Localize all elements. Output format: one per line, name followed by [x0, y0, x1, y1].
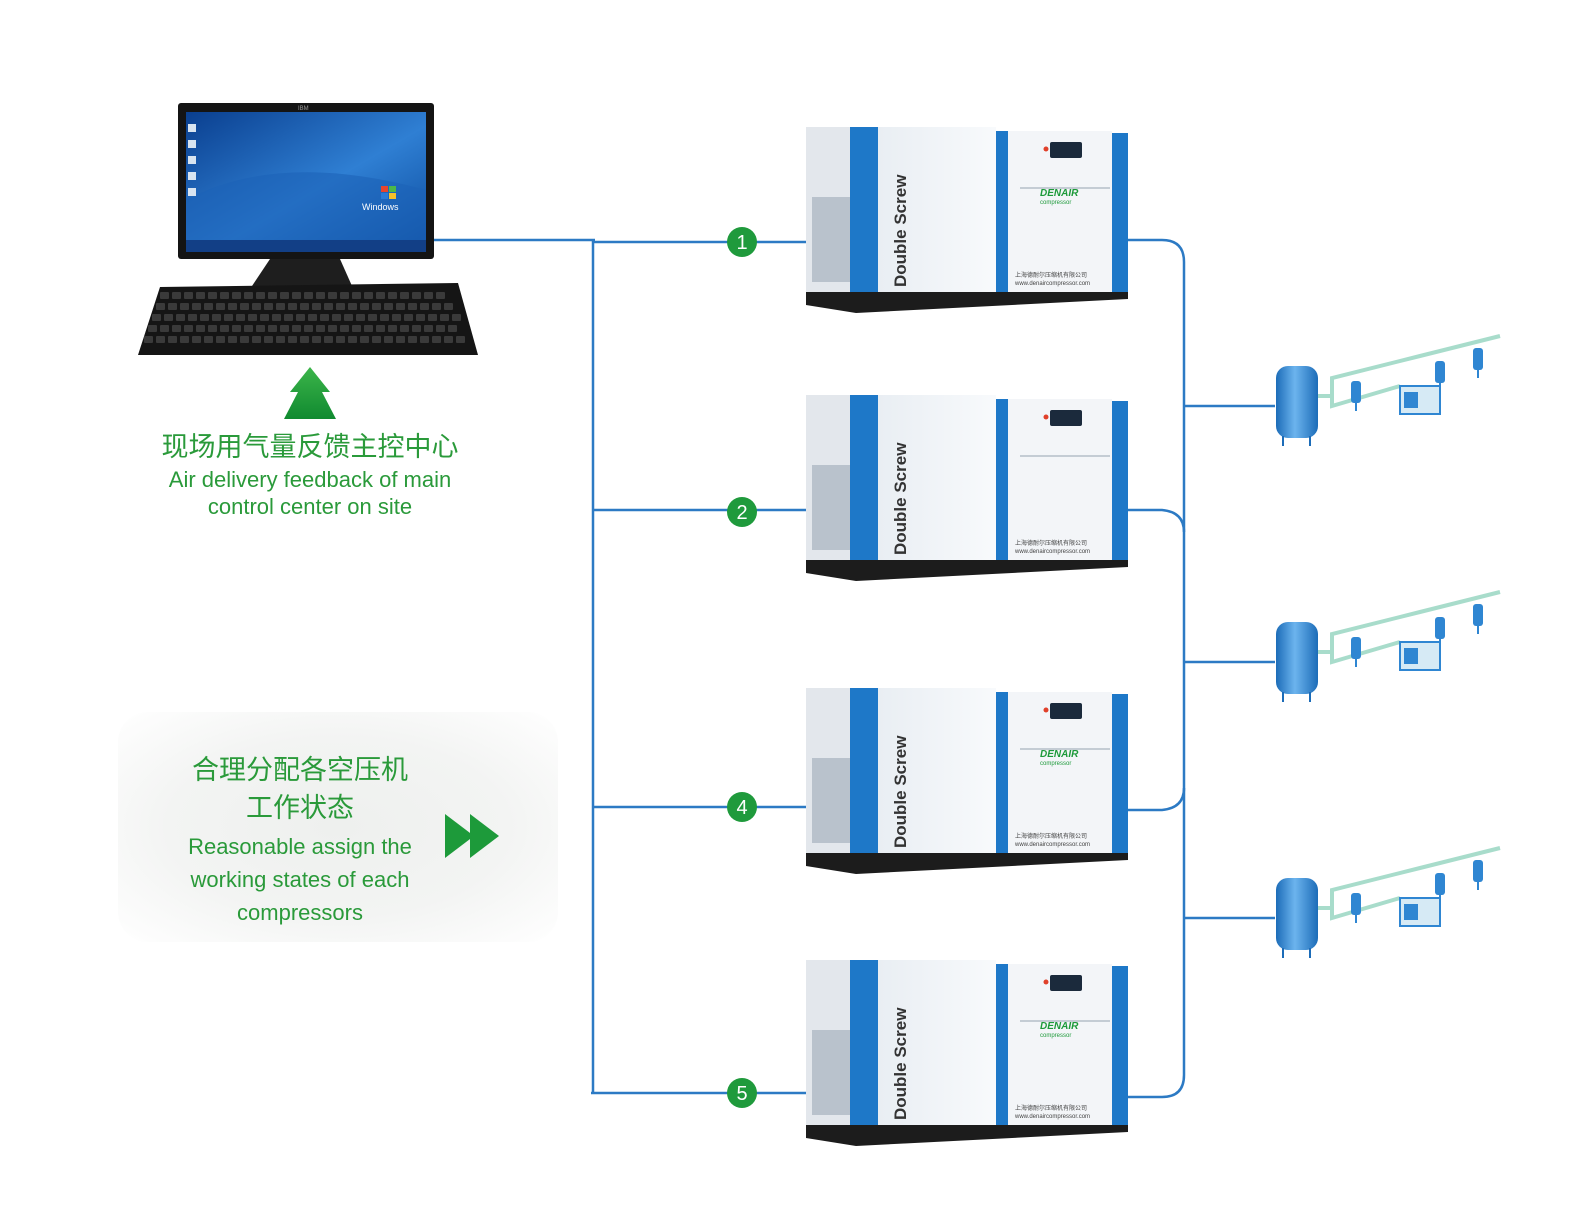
brand-sub-label: compressor	[1040, 1033, 1071, 1039]
double-right-arrow-icon	[445, 814, 499, 858]
filter	[1473, 860, 1483, 882]
air-tank	[1276, 366, 1318, 438]
assignment-title-en-2: working states of each	[190, 867, 410, 892]
control-center-title-en-1: Air delivery feedback of main	[168, 467, 452, 492]
air-treatment-unit	[1276, 846, 1501, 958]
windows-logo-icon	[381, 186, 396, 199]
air-treatment-unit	[1276, 590, 1501, 702]
emergency-stop-icon	[1043, 979, 1049, 985]
double-screw-label: Double Screw	[891, 174, 910, 287]
up-arrow-icon	[284, 367, 336, 419]
filter	[1351, 637, 1361, 659]
double-screw-label: Double Screw	[891, 442, 910, 555]
air-output-pipes	[1128, 238, 1275, 1099]
company-label: 上海德耐尔压缩机有限公司	[1015, 1104, 1087, 1112]
air-treatment-unit	[1276, 334, 1501, 446]
double-screw-label: Double Screw	[891, 1007, 910, 1120]
monitor: Windows IBM	[178, 103, 434, 259]
filter	[1435, 873, 1445, 895]
website-label: www.denaircompressor.com	[1014, 842, 1090, 848]
controller-screen	[1050, 142, 1082, 158]
air-tank	[1276, 622, 1318, 694]
double-screw-label: Double Screw	[891, 735, 910, 848]
filter	[1351, 381, 1361, 403]
compressor-number: 1	[736, 232, 747, 254]
emergency-stop-icon	[1043, 146, 1049, 152]
brand-label: DENAIR	[1040, 188, 1079, 199]
compressor-unit-2: Double Screw 上海德耐尔压缩机有限公司 www.denaircompre…	[806, 395, 1128, 581]
brand-sub-label: compressor	[1040, 200, 1071, 206]
computer: Windows IBM	[138, 103, 478, 355]
company-label: 上海德耐尔压缩机有限公司	[1015, 271, 1087, 279]
compressor-number: 5	[736, 1083, 747, 1105]
assignment-title-zh-2: 工作状态	[246, 793, 354, 824]
control-center-title-zh: 现场用气量反馈主控中心	[161, 432, 459, 463]
compressor-number-badge: 4	[727, 792, 757, 822]
website-label: www.denaircompressor.com	[1014, 549, 1090, 555]
emergency-stop-icon	[1043, 414, 1049, 420]
assignment-title-zh-1: 合理分配各空压机	[192, 755, 408, 786]
controller-screen	[1050, 703, 1082, 719]
compressor-number-badge: 1	[727, 227, 757, 257]
controller-screen	[1050, 410, 1082, 426]
control-center-caption: 现场用气量反馈主控中心 Air delivery feedback of mai…	[120, 430, 500, 520]
filter	[1435, 617, 1445, 639]
monitor-stand	[252, 259, 352, 286]
compressor-number-badge: 2	[727, 497, 757, 527]
keyboard	[138, 283, 478, 355]
monitor-brand: IBM	[298, 106, 309, 112]
filter	[1473, 604, 1483, 626]
compressor-number-badge: 5	[727, 1078, 757, 1108]
control-bus-lines	[434, 238, 806, 1095]
filter	[1473, 348, 1483, 370]
brand-label: DENAIR	[1040, 1021, 1079, 1032]
website-label: www.denaircompressor.com	[1014, 1114, 1090, 1120]
filter	[1351, 893, 1361, 915]
air-tank	[1276, 878, 1318, 950]
control-center-title-en-2: control center on site	[207, 494, 413, 519]
compressor-number: 2	[736, 502, 747, 524]
compressor-number: 4	[736, 797, 747, 819]
brand-sub-label: compressor	[1040, 761, 1071, 767]
emergency-stop-icon	[1043, 707, 1049, 713]
brand-label: DENAIR	[1040, 749, 1079, 760]
dryer	[1399, 641, 1441, 671]
company-label: 上海德耐尔压缩机有限公司	[1015, 539, 1087, 547]
os-label: Windows	[362, 202, 399, 212]
website-label: www.denaircompressor.com	[1014, 281, 1090, 287]
controller-screen	[1050, 975, 1082, 991]
assignment-title-en-1: Reasonable assign the	[188, 834, 412, 859]
assignment-caption: 合理分配各空压机 工作状态 Reasonable assign the work…	[150, 752, 450, 927]
assignment-title-en-3: compressors	[237, 900, 363, 925]
company-label: 上海德耐尔压缩机有限公司	[1015, 832, 1087, 840]
filter	[1435, 361, 1445, 383]
